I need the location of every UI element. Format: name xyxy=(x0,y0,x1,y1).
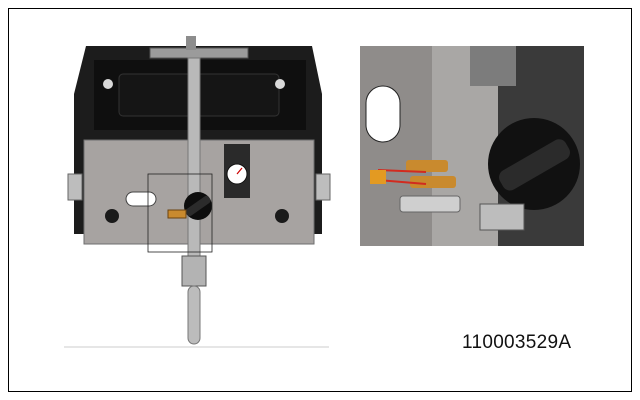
unit-overview-illustration xyxy=(64,36,331,348)
plate-hole-left xyxy=(105,209,119,223)
figure-id-label: 110003529A xyxy=(462,332,572,353)
lower-valve xyxy=(181,255,207,287)
detail-callout-box xyxy=(147,173,213,253)
ground-line xyxy=(64,346,329,348)
mount-hole-right xyxy=(275,79,285,89)
brass-fitting-upper xyxy=(406,160,448,172)
valve-knob-detail xyxy=(488,118,580,210)
side-bracket-left xyxy=(67,173,83,201)
mount-hole-left xyxy=(103,79,113,89)
side-bracket-right xyxy=(315,173,331,201)
drain-pipe xyxy=(187,285,201,345)
quick-connect-fitting-icon xyxy=(167,209,187,219)
brass-fitting-lower xyxy=(410,176,456,188)
plate-hole-right xyxy=(275,209,289,223)
top-stud xyxy=(186,36,196,50)
top-bracket xyxy=(149,47,249,59)
detail-left-plate xyxy=(360,46,432,246)
gauge-needle xyxy=(236,167,243,175)
valve-knob-icon xyxy=(184,192,212,220)
plate-slot xyxy=(125,191,157,207)
elbow-fitting xyxy=(370,170,386,184)
detail-slot xyxy=(365,85,401,143)
bottom-valve xyxy=(479,203,525,231)
detail-illustration xyxy=(360,46,584,246)
vertical-pipe xyxy=(187,57,201,259)
detail-pipe-top xyxy=(470,46,516,86)
silver-connector xyxy=(399,195,461,213)
